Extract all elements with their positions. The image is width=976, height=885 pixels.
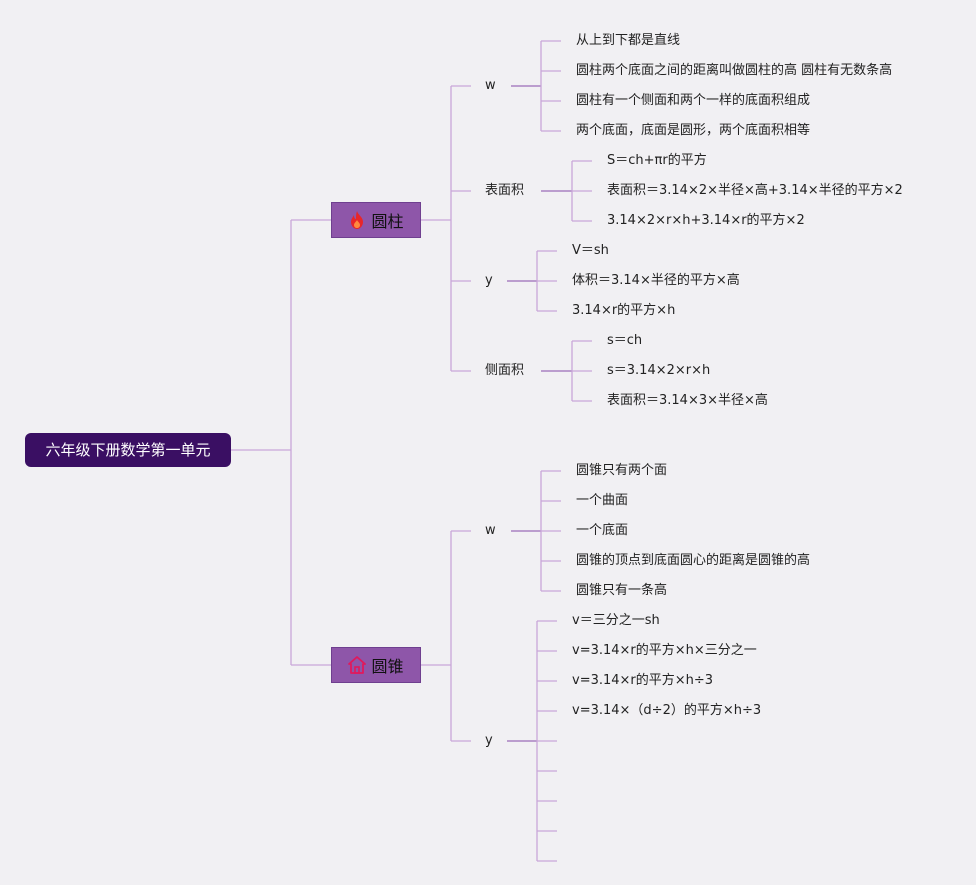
root-node[interactable]: 六年级下册数学第一单元 <box>25 433 231 467</box>
subtopic-label[interactable]: 侧面积 <box>485 363 525 378</box>
leaf-item[interactable]: v＝三分之一sh <box>572 613 660 628</box>
leaf-item[interactable]: 表面积＝3.14×3×半径×高 <box>607 393 768 408</box>
leaf-item[interactable]: 表面积＝3.14×2×半径×高+3.14×半径的平方×2 <box>607 183 903 198</box>
leaf-item[interactable]: V＝sh <box>572 243 609 258</box>
leaf-item[interactable]: 圆锥只有两个面 <box>576 463 668 478</box>
subtopic-label[interactable]: y <box>485 273 493 288</box>
home-icon <box>348 656 367 674</box>
leaf-item[interactable]: 一个曲面 <box>576 493 629 508</box>
leaf-item[interactable]: 3.14×r的平方×h <box>572 303 676 318</box>
subtopic-label[interactable]: w <box>485 78 496 93</box>
subtopic-label[interactable]: y <box>485 733 493 748</box>
branch-label: 圆柱 <box>371 212 404 231</box>
fire-icon <box>348 211 366 229</box>
leaf-item[interactable]: v=3.14×（d÷2）的平方×h÷3 <box>572 703 762 718</box>
leaf-item[interactable]: S＝ch+πr的平方 <box>607 153 707 168</box>
leaf-item[interactable]: 从上到下都是直线 <box>576 33 681 48</box>
leaf-item[interactable]: 圆柱两个底面之间的距离叫做圆柱的高 圆柱有无数条高 <box>576 63 893 78</box>
leaf-item[interactable]: 圆锥只有一条高 <box>576 583 668 598</box>
leaf-item[interactable]: s＝ch <box>607 333 643 348</box>
leaf-item[interactable]: 圆锥的顶点到底面圆心的距离是圆锥的高 <box>576 553 811 568</box>
leaf-item[interactable]: s＝3.14×2×r×h <box>607 363 711 378</box>
leaf-item[interactable]: v=3.14×r的平方×h÷3 <box>572 673 714 688</box>
leaf-item[interactable]: 圆柱有一个侧面和两个一样的底面积组成 <box>576 93 811 108</box>
subtopic-label[interactable]: w <box>485 523 496 538</box>
leaf-item[interactable]: 体积＝3.14×半径的平方×高 <box>572 273 740 288</box>
leaf-item[interactable]: 一个底面 <box>576 523 629 538</box>
leaf-item[interactable]: v=3.14×r的平方×h×三分之一 <box>572 643 757 658</box>
branch-label: 圆锥 <box>371 657 404 676</box>
branch-node-cylinder[interactable]: 圆柱 <box>331 202 421 238</box>
branch-node-cone[interactable]: 圆锥 <box>331 647 421 683</box>
leaf-item[interactable]: 两个底面，底面是圆形，两个底面积相等 <box>576 123 811 138</box>
leaf-item[interactable]: 3.14×2×r×h+3.14×r的平方×2 <box>607 213 805 228</box>
subtopic-label[interactable]: 表面积 <box>485 183 525 198</box>
